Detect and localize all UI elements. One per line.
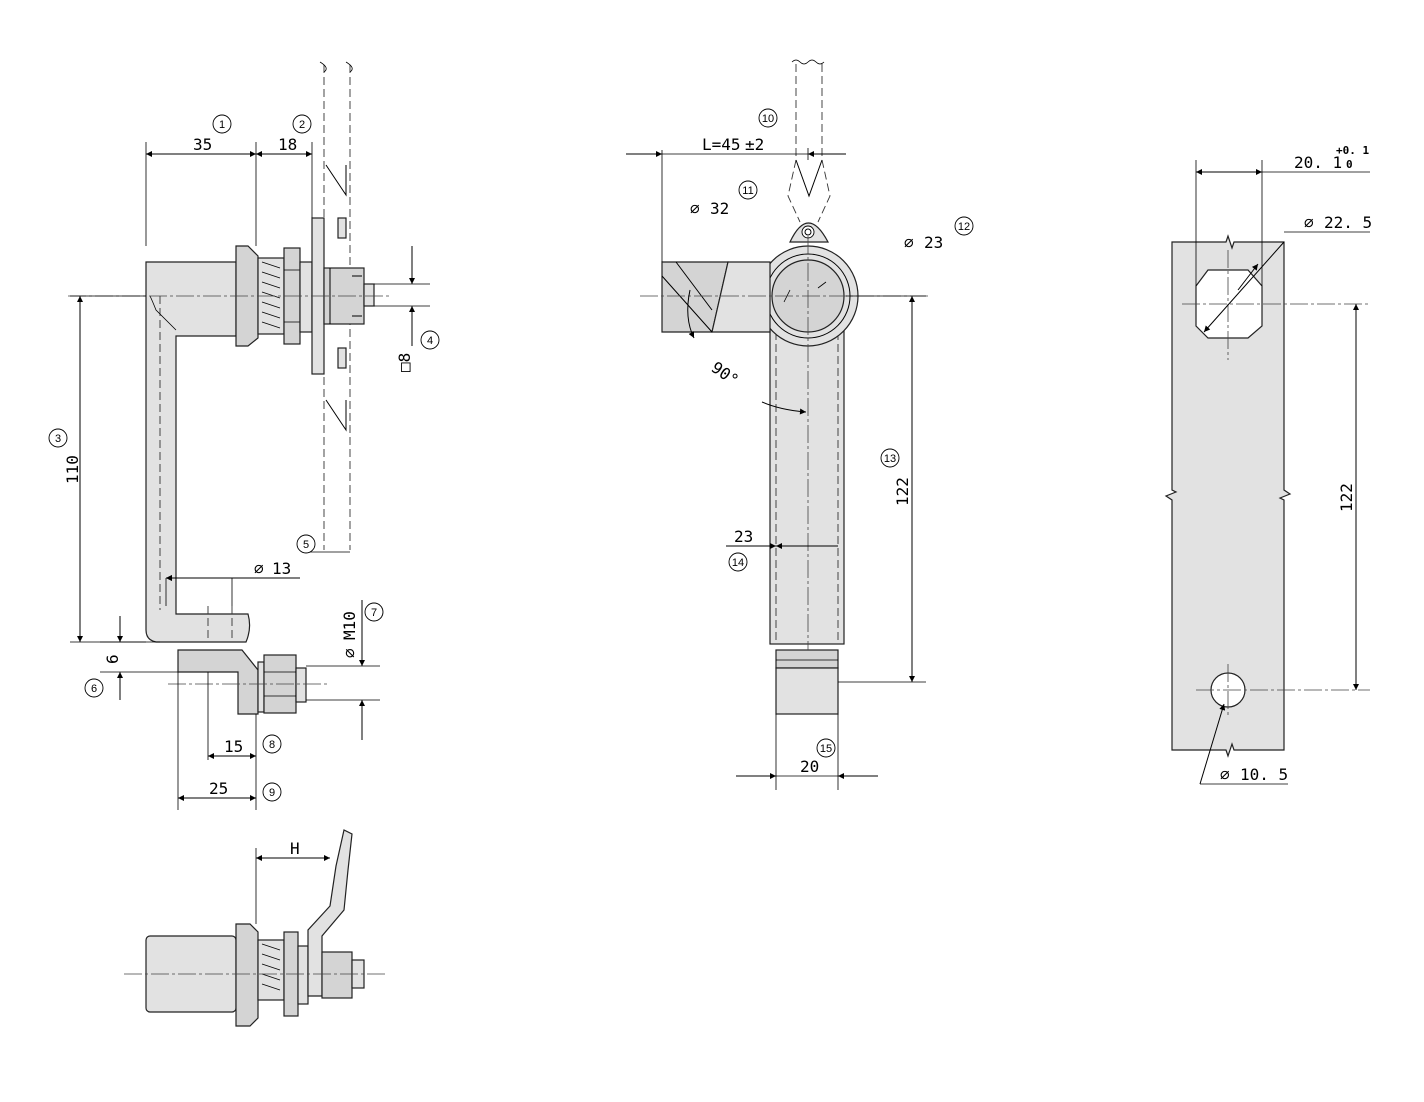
svg-text:3: 3	[55, 433, 61, 445]
dim-15: 15	[224, 737, 243, 756]
dim-13: 13	[272, 559, 291, 578]
callout-4: 4	[420, 330, 440, 350]
callout-1: 1	[212, 114, 232, 134]
dim-M10: M10	[340, 611, 359, 640]
svg-text:12: 12	[958, 221, 970, 233]
diameter-symbol-M10: ∅	[340, 648, 359, 658]
side-view	[68, 61, 390, 715]
callout-7: 7	[364, 602, 384, 622]
callout-markers: 1 2 3 4 5 6 7 8 9 10 11 12 13 14 15	[48, 108, 974, 802]
diameter-symbol-10-5: ∅	[1220, 765, 1230, 784]
dim-110: 110	[63, 455, 82, 484]
handle-arm	[769, 297, 845, 645]
dim-23-arm: 23	[734, 527, 753, 546]
svg-text:8: 8	[269, 739, 275, 751]
svg-text:14: 14	[732, 557, 744, 569]
callout-6: 6	[84, 678, 104, 698]
front-view	[640, 59, 930, 715]
dim-90-degree: 90°	[708, 358, 743, 390]
svg-text:4: 4	[427, 335, 433, 347]
dim-35: 35	[193, 135, 212, 154]
svg-text:6: 6	[91, 683, 97, 695]
callout-13: 13	[880, 448, 900, 468]
diameter-symbol-13: ∅	[254, 559, 264, 578]
dim-6: 6	[103, 654, 122, 664]
variant-view-h: H	[124, 829, 386, 1027]
svg-text:15: 15	[820, 743, 832, 755]
diameter-symbol-32: ∅	[690, 199, 700, 218]
dim-25: 25	[209, 779, 228, 798]
callout-3: 3	[48, 428, 68, 448]
dim-h: H	[290, 839, 300, 858]
dim-20-1-tol-upper: +0. 1	[1336, 144, 1369, 157]
callout-9: 9	[262, 782, 282, 802]
svg-text:1: 1	[219, 119, 225, 131]
dim-32: 32	[710, 199, 729, 218]
dim-122-bar: 122	[1337, 483, 1356, 512]
callout-10: 10	[758, 108, 778, 128]
svg-text:7: 7	[371, 607, 377, 619]
stud-assembly	[177, 649, 259, 715]
dim-18: 18	[278, 135, 297, 154]
svg-text:2: 2	[299, 119, 305, 131]
latch-bar	[1164, 234, 1292, 758]
callout-15: 15	[816, 738, 836, 758]
dim-20: 20	[800, 757, 819, 776]
diameter-symbol-22-5: ∅	[1304, 213, 1314, 232]
dim-23-top: 23	[924, 233, 943, 252]
dim-20-1-tol-lower: 0	[1346, 158, 1353, 171]
callout-8: 8	[262, 734, 282, 754]
latch-bar-dimensions: 20. 1 +0. 1 0 ∅ 22. 5 122 ∅ 10. 5	[1195, 144, 1372, 785]
callout-14: 14	[728, 552, 748, 572]
callout-12: 12	[954, 216, 974, 236]
dim-l: L=45	[702, 135, 741, 154]
svg-text:5: 5	[303, 539, 309, 551]
svg-text:10: 10	[762, 113, 774, 125]
svg-text:13: 13	[884, 453, 896, 465]
dim-square-8: □8	[395, 353, 414, 372]
dim-22-5: 22. 5	[1324, 213, 1372, 232]
svg-text:9: 9	[269, 787, 275, 799]
callout-11: 11	[738, 180, 758, 200]
dim-l-tolerance: ±2	[745, 135, 764, 154]
callout-2: 2	[292, 114, 312, 134]
diameter-symbol-23: ∅	[904, 233, 914, 252]
handle-body	[145, 261, 251, 643]
dim-20-1: 20. 1	[1294, 153, 1342, 172]
callout-5: 5	[296, 534, 316, 554]
side-view-dimensions: 35 18 110 □8 ∅ 13 ∅ M10 6 15 25	[63, 135, 430, 810]
dim-122-front: 122	[893, 477, 912, 506]
dim-10-5: 10. 5	[1240, 765, 1288, 784]
svg-text:11: 11	[742, 185, 753, 197]
